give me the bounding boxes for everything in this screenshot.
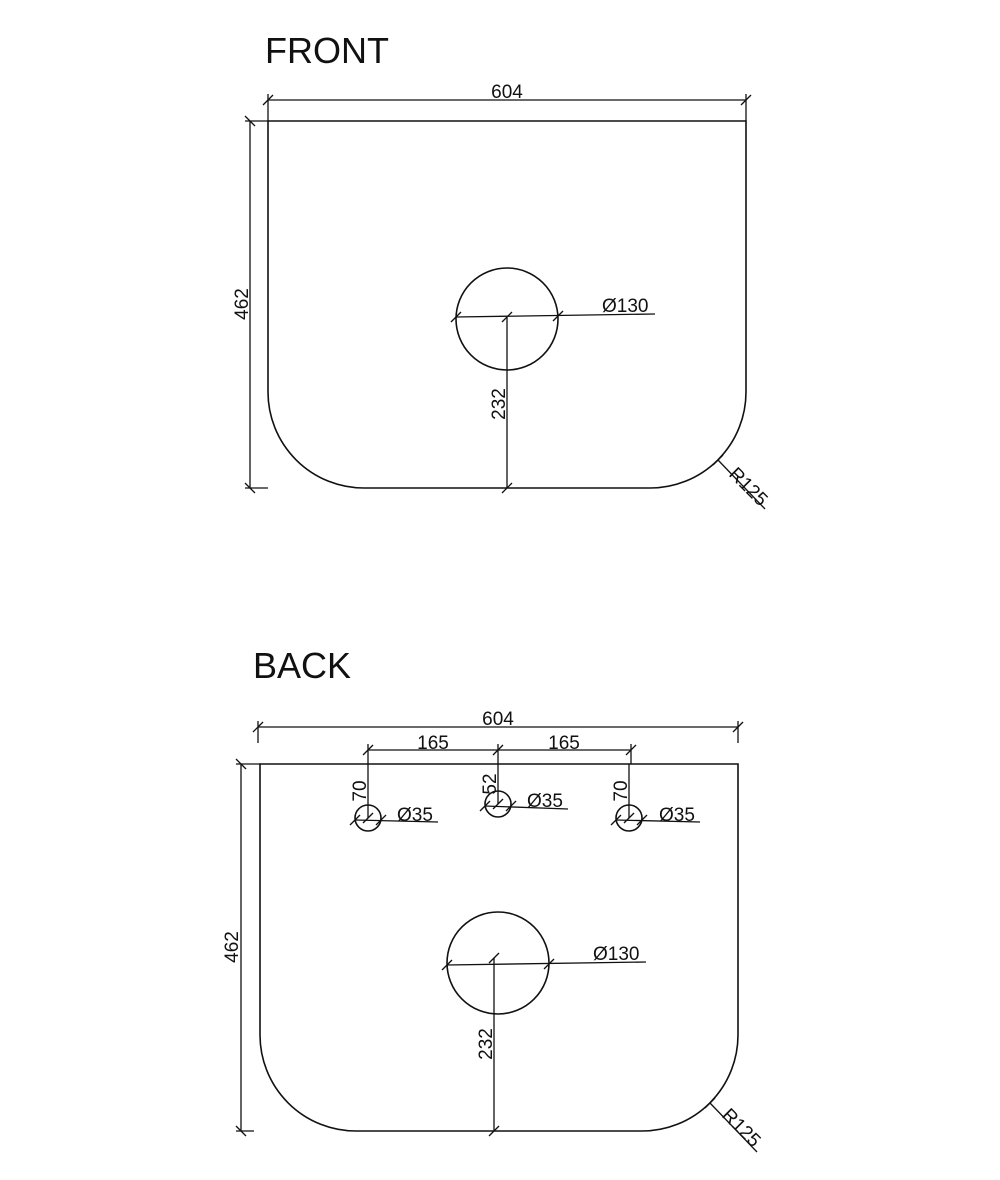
back-hole-diameter-label: Ø130 xyxy=(593,944,639,965)
front-hole-offset-label: 232 xyxy=(489,388,510,420)
back-right-hole-offset-label: 70 xyxy=(611,780,632,801)
front-view: FRONT 604 462 Ø130 xyxy=(232,30,771,511)
back-radius-label: R125 xyxy=(717,1105,764,1152)
front-radius-label: R125 xyxy=(724,464,771,511)
front-width-label: 604 xyxy=(491,82,523,103)
front-hole-diameter-label: Ø130 xyxy=(602,296,648,317)
front-hole-offset-dimension: 232 xyxy=(489,311,513,494)
front-outline xyxy=(267,120,747,489)
back-center-hole-diameter-label: Ø35 xyxy=(527,791,563,812)
back-hole-diameter-dimension: Ø130 xyxy=(441,944,647,971)
front-radius-dimension: R125 xyxy=(712,454,771,511)
back-width-dimension: 604 xyxy=(252,709,744,743)
back-spacing-dimension: 165 165 xyxy=(362,733,637,764)
back-height-label: 462 xyxy=(222,931,243,963)
back-left-hole-diameter-label: Ø35 xyxy=(397,805,433,826)
back-left-small-hole-group: 70 Ø35 xyxy=(349,764,439,832)
back-spacing-left-label: 165 xyxy=(417,733,449,754)
back-center-small-hole-group: 52 Ø35 xyxy=(479,764,569,818)
back-width-label: 604 xyxy=(482,709,514,730)
front-width-dimension: 604 xyxy=(262,82,752,121)
back-title: BACK xyxy=(253,645,351,686)
back-right-small-hole-group: 70 Ø35 xyxy=(610,764,701,832)
back-large-hole xyxy=(446,911,550,1015)
back-radius-dimension: R125 xyxy=(704,1097,764,1153)
back-hole-offset-label: 232 xyxy=(476,1028,497,1060)
front-title: FRONT xyxy=(265,30,389,71)
back-outline xyxy=(259,763,739,1132)
back-spacing-right-label: 165 xyxy=(548,733,580,754)
back-view: BACK 604 165 165 xyxy=(222,645,764,1153)
back-hole-offset-dimension: 232 xyxy=(476,952,500,1137)
back-left-hole-offset-label: 70 xyxy=(350,780,371,801)
back-center-hole-offset-label: 52 xyxy=(480,773,501,794)
back-height-dimension: 462 xyxy=(222,758,260,1137)
front-hole-diameter-dimension: Ø130 xyxy=(450,296,656,323)
back-right-hole-diameter-label: Ø35 xyxy=(659,805,695,826)
front-height-dimension: 462 xyxy=(232,115,268,494)
front-height-label: 462 xyxy=(232,288,253,320)
